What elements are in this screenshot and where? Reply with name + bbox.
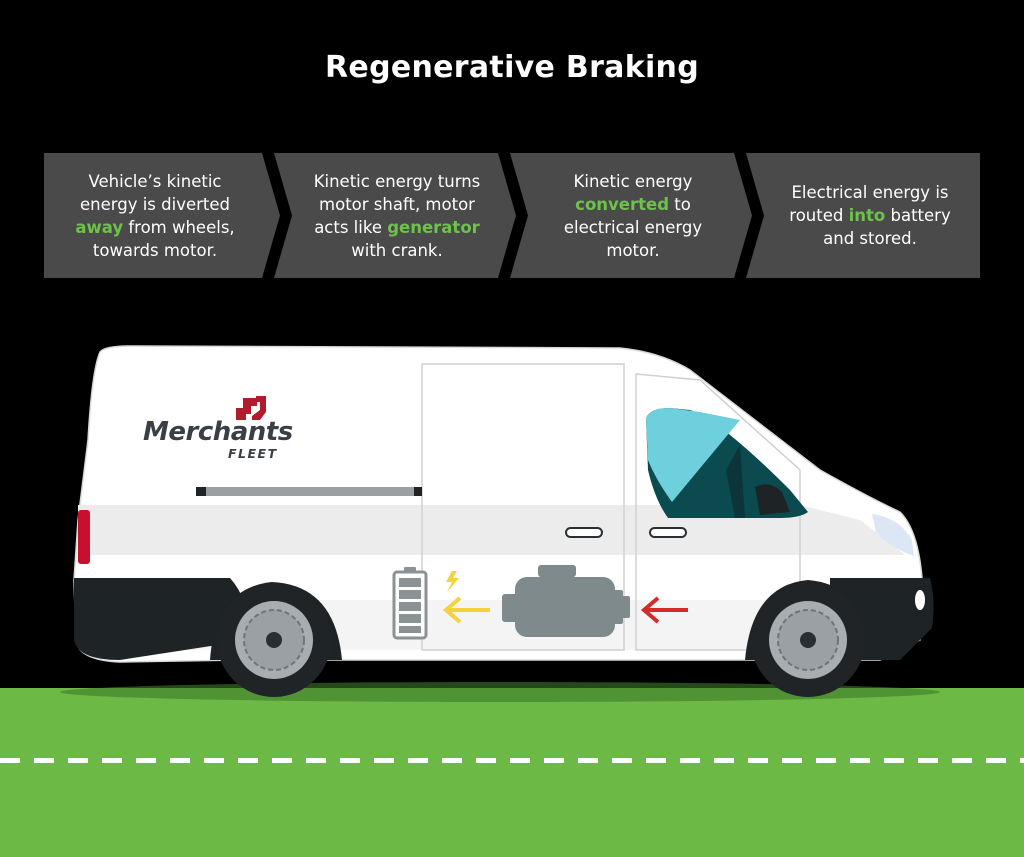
logo-mark-icon [236,396,266,420]
energy-flow-arrow-icon [442,596,490,624]
step-4-text-end: battery and stored. [823,206,951,248]
headlight [872,514,914,556]
front-wheel [751,583,865,697]
side-mirror [755,484,790,515]
battery-icon [392,567,428,640]
motor-icon [502,565,630,637]
step-1: Vehicle’s kinetic energy is diverted awa… [44,153,280,278]
ground [0,688,1024,857]
step-1-text: Vehicle’s kinetic energy is diverted [79,171,230,214]
brand-logo-text: Merchants [143,417,293,447]
sliding-door [421,363,625,651]
door-handle [649,527,687,538]
step-4: Electrical energy is routed into battery… [746,153,980,278]
step-2: Kinetic energy turns motor shaft, motor … [274,153,516,278]
tail-light [78,510,90,564]
rear-bumper [74,578,250,660]
lane-marking [0,758,1024,763]
step-2-text-end: with crank. [351,240,443,260]
step-4-text: Electrical energy is routed [789,183,949,225]
step-3-highlight: converted [575,194,670,214]
step-3: Kinetic energy converted to electrical e… [510,153,752,278]
door-rail [196,487,422,496]
step-3-text-end: to electrical energy motor. [563,194,703,260]
brand-logo-subtext: FLEET [228,446,278,461]
front-door [635,373,801,651]
process-steps: Vehicle’s kinetic energy is diverted awa… [44,153,980,278]
step-2-text: Kinetic energy turns motor shaft, motor … [313,171,481,237]
step-1-text-end: from wheels, towards motor. [92,217,235,260]
page-title: Regenerative Braking [325,50,699,85]
step-4-highlight: into [848,206,886,225]
rear-wheel [217,583,331,697]
step-1-highlight: away [75,217,124,237]
step-3-text: Kinetic energy [573,171,693,191]
door-handle [565,527,603,538]
braking-force-arrow-icon [640,596,688,624]
lightning-icon [446,571,459,592]
window-reflection [646,408,740,502]
front-bumper [830,578,934,660]
step-2-highlight: generator [387,217,480,237]
